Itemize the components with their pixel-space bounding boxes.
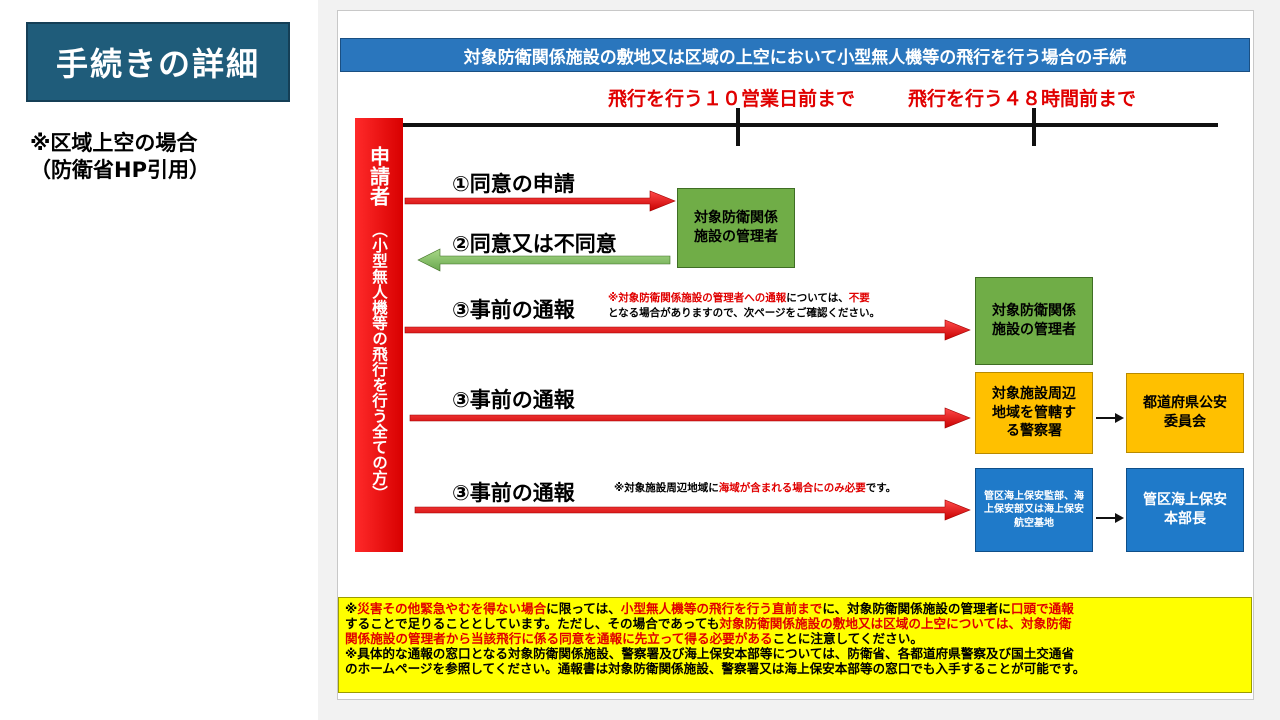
slide-title: 手続きの詳細: [26, 22, 290, 102]
applicant-label: 申請者: [366, 146, 391, 206]
deadline-48-hours: 飛行を行う４８時間前まで: [908, 88, 1137, 110]
subnote-line-2: （防衛省HP引用）: [30, 158, 210, 182]
manager-notice-note: ※対象防衛関係施設の管理者への通報については、不要 となる場合がありますので、次…: [608, 291, 880, 321]
timeline-tick-10-days: [736, 108, 740, 146]
bottom-note-line-2: することで足りることとしています。ただし、その場合であっても対象防衛関係施設の敷…: [345, 616, 1072, 631]
arrow-coastguard-to-hq: [1096, 513, 1124, 523]
step-notice-manager: ③事前の通報: [452, 298, 575, 322]
slide-subnote: ※区域上空の場合 （防衛省HP引用）: [30, 130, 280, 184]
deadline-10-days: 飛行を行う１０営業日前まで: [608, 88, 856, 110]
timeline-tick-48-hours: [1032, 108, 1036, 146]
arrow-notice-manager: [404, 319, 971, 341]
timeline-line: [400, 123, 1218, 127]
arrow-consent-reply: [417, 248, 671, 272]
applicant-bar: 申請者 （小型無人機等の飛行を行う全ての方）: [355, 118, 403, 552]
diagram-header: 対象防衛関係施設の敷地又は区域の上空において小型無人機等の飛行を行う場合の手続: [340, 38, 1250, 72]
box-coastguard-hq: 管区海上保安本部長: [1126, 468, 1244, 552]
step-consent-reply: ②同意又は不同意: [452, 232, 617, 256]
manager-note-red-1: ※対象防衛関係施設の管理者への通報: [608, 292, 787, 304]
box-coastguard-office: 管区海上保安監部、海上保安部又は海上保安航空基地: [975, 468, 1093, 552]
arrow-consent-request: [404, 190, 676, 212]
step-consent-request: ①同意の申請: [452, 172, 575, 196]
step-notice-police: ③事前の通報: [452, 388, 575, 412]
bottom-note-line-5: のホームページを参照してください。通報書は対象防衛関係施設、警察署又は海上保安本…: [345, 661, 1086, 676]
box-manager-notice: 対象防衛関係施設の管理者: [975, 277, 1093, 365]
arrow-notice-police: [409, 407, 971, 429]
applicant-sublabel: （小型無人機等の飛行を行う全ての方）: [370, 222, 388, 501]
box-police-station: 対象施設周辺地域を管轄する警察署: [975, 372, 1093, 454]
step-notice-coastguard: ③事前の通報: [452, 481, 575, 505]
bottom-note-line-1: ※災害その他緊急やむを得ない場合に限っては、小型無人機等の飛行を行う直前までに、…: [345, 601, 1074, 616]
bottom-note-line-3: 関係施設の管理者から当該飛行に係る同意を通報に先立って得る必要があることに注意し…: [345, 631, 923, 646]
manager-note-line-2: となる場合がありますので、次ページをご確認ください。: [608, 307, 881, 319]
coast-note-red: 海域が含まれる場合にのみ必要: [718, 482, 866, 494]
coastguard-notice-note: ※対象施設周辺地域に海域が含まれる場合にのみ必要です。: [614, 481, 896, 496]
manager-note-red-2: 不要: [848, 292, 870, 304]
coast-note-black-2: です。: [865, 482, 897, 494]
bottom-note: ※災害その他緊急やむを得ない場合に限っては、小型無人機等の飛行を行う直前までに、…: [338, 597, 1252, 693]
box-manager-consent: 対象防衛関係施設の管理者: [677, 188, 795, 268]
arrow-notice-coastguard: [414, 499, 971, 521]
bottom-note-line-4: ※具体的な通報の窓口となる対象防衛関係施設、警察署及び海上保安本部等については、…: [345, 646, 1075, 661]
coast-note-black-1: ※対象施設周辺地域に: [614, 482, 719, 494]
arrow-police-to-prefecture: [1096, 413, 1124, 423]
subnote-line-1: ※区域上空の場合: [30, 131, 198, 155]
manager-note-black-1: については、: [786, 292, 849, 304]
box-prefecture-commission: 都道府県公安委員会: [1126, 373, 1244, 453]
